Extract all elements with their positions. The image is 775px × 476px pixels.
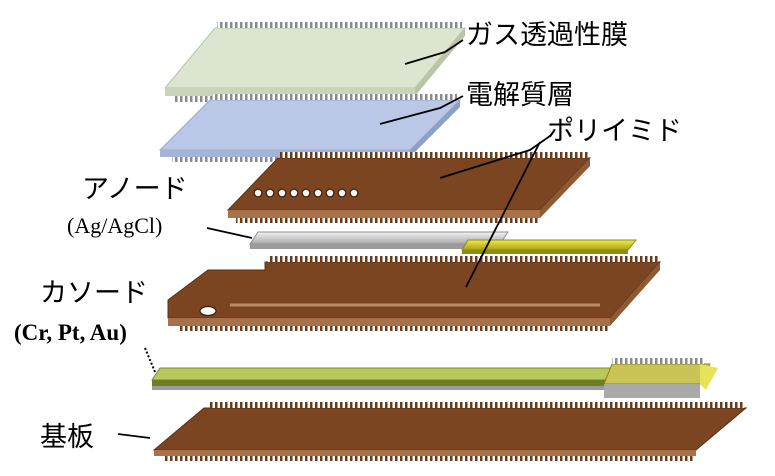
label-polyimide: ポリイミド (547, 116, 682, 147)
leader-lines (117, 39, 551, 439)
label-anode: アノード (82, 174, 188, 205)
leader-cathode (144, 347, 156, 373)
leader-polyimide-top (439, 135, 551, 179)
label-cathode: カソード (40, 278, 148, 309)
leader-electrolyte (379, 95, 464, 125)
label-cathode-material: (Cr, Pt, Au) (14, 320, 127, 345)
leader-anode (206, 227, 253, 239)
anode-layer (249, 231, 638, 254)
leader-substrate (117, 433, 151, 439)
label-substrate: 基板 (40, 422, 94, 453)
polyimide-top-layer (226, 152, 592, 223)
leader-gas-membrane (404, 39, 464, 65)
label-anode-material: (Ag/AgCl) (67, 213, 162, 238)
label-electrolyte: 電解質層 (466, 80, 574, 111)
cathode-layer (151, 358, 718, 398)
cathode-hole (199, 305, 217, 317)
polyimide-bottom-layer (167, 256, 662, 331)
gas-membrane-layer (163, 22, 467, 102)
electrolyte-layer (158, 94, 462, 162)
leader-polyimide-bottom (465, 141, 541, 288)
label-gas-membrane: ガス透過性膜 (466, 20, 628, 51)
substrate-layer (152, 402, 748, 461)
electrode-holes (253, 188, 359, 198)
